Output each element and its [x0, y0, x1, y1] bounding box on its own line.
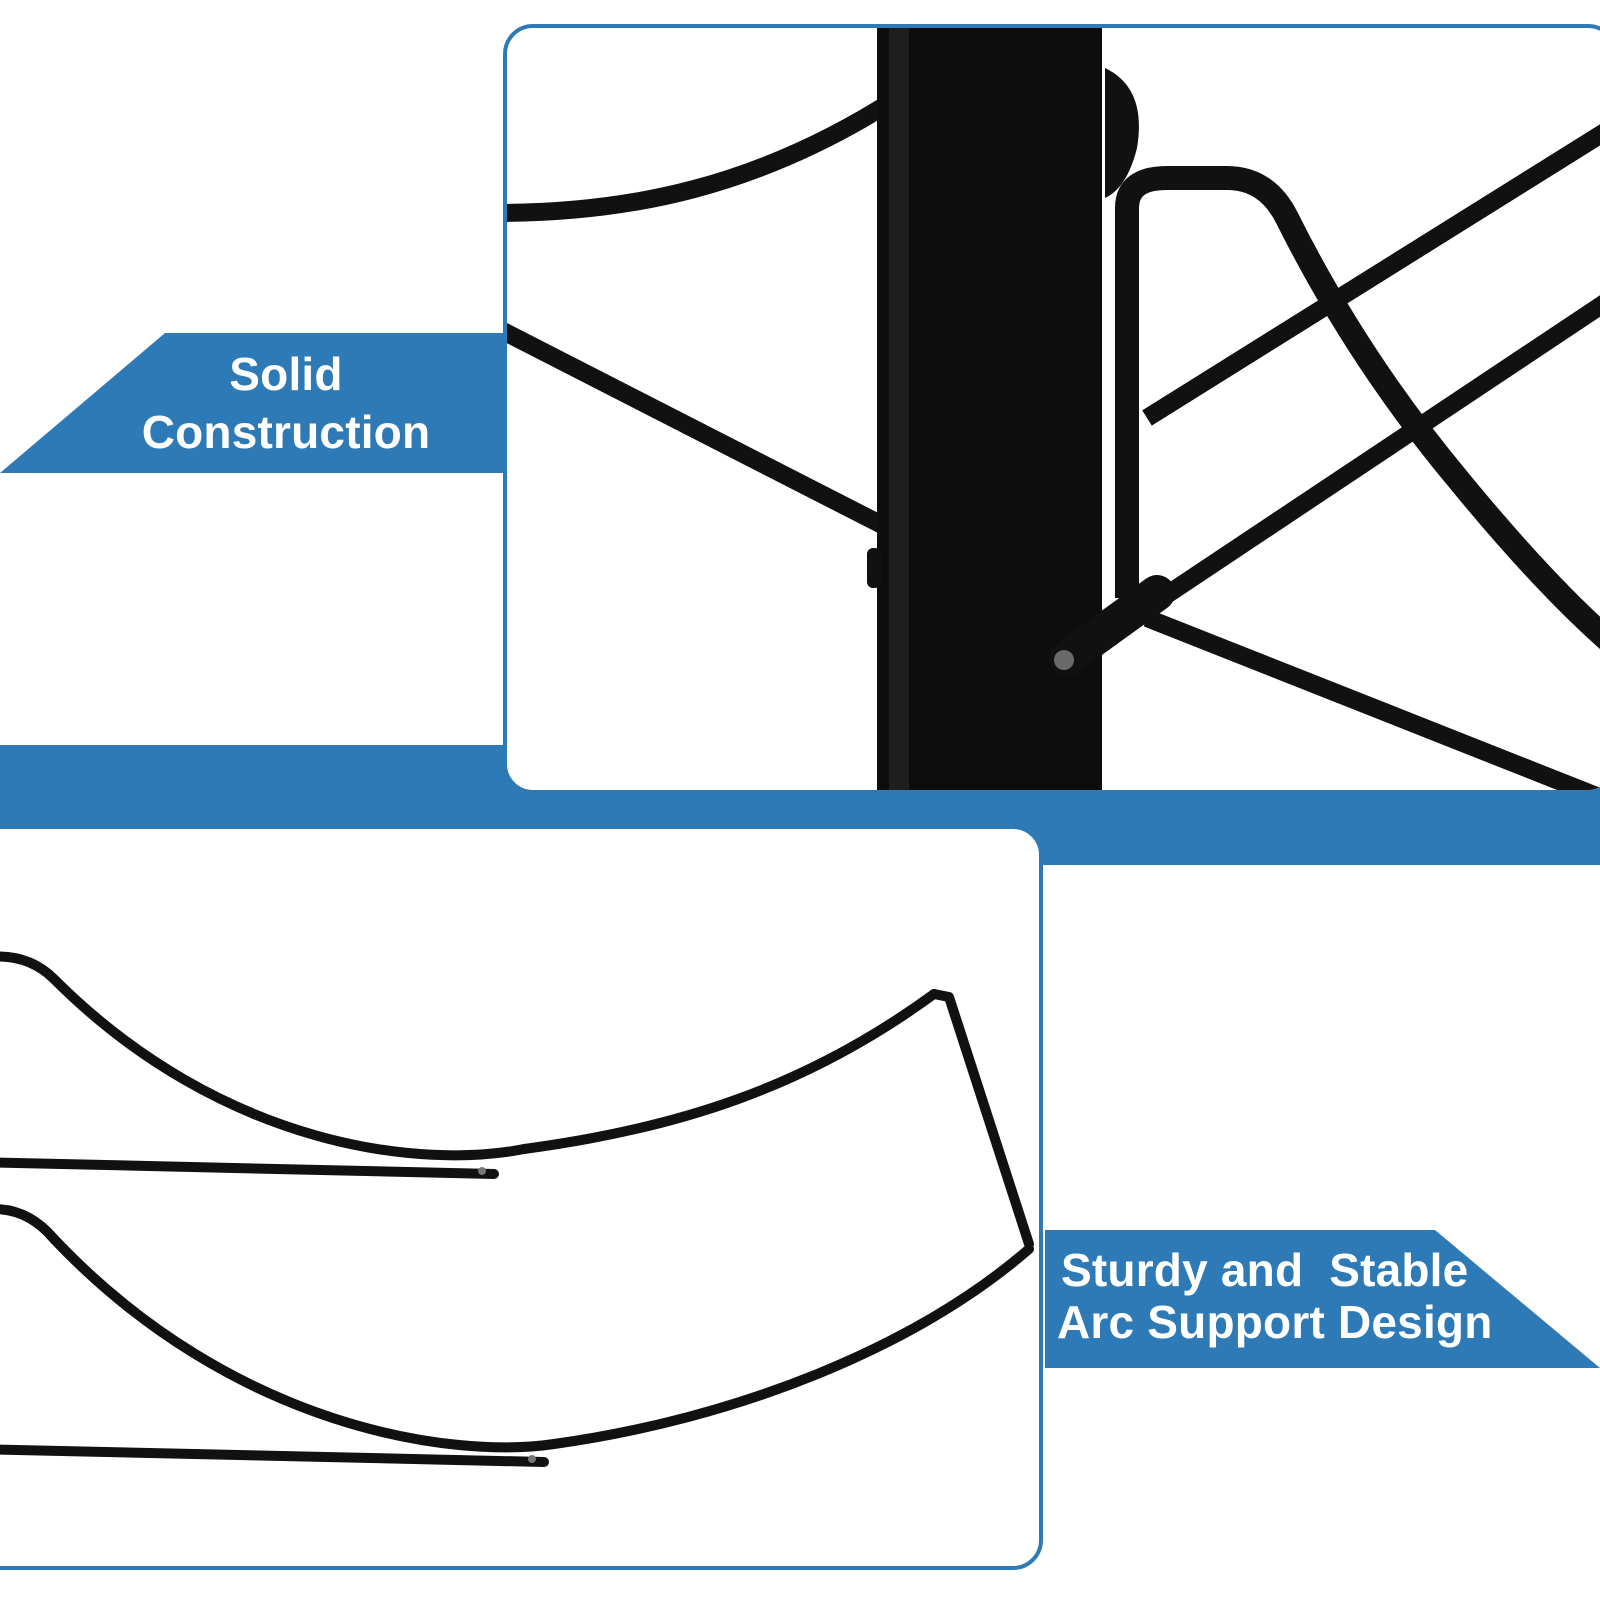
banner-text: Solid Construction	[0, 345, 572, 461]
banner-line-2: Arc Support Design	[1057, 1296, 1493, 1348]
photo-panel-top	[503, 24, 1600, 794]
banner-arc-support: Sturdy and Stable Arc Support Design	[1045, 1230, 1600, 1368]
banner-line-1: Solid	[229, 348, 343, 400]
banner-shape	[1045, 1230, 1600, 1368]
banner-line-1: Sturdy and Stable	[1061, 1244, 1469, 1296]
photo-panel-bottom	[0, 825, 1043, 1570]
banner-line-2: Construction	[141, 406, 431, 458]
banner-solid-construction: Solid Construction	[0, 333, 505, 473]
metal-post-image	[507, 28, 1600, 790]
arc-support-image	[0, 951, 1034, 1467]
banner-text: Sturdy and Stable Arc Support Design	[1057, 1244, 1577, 1348]
banner-shape	[0, 333, 505, 473]
